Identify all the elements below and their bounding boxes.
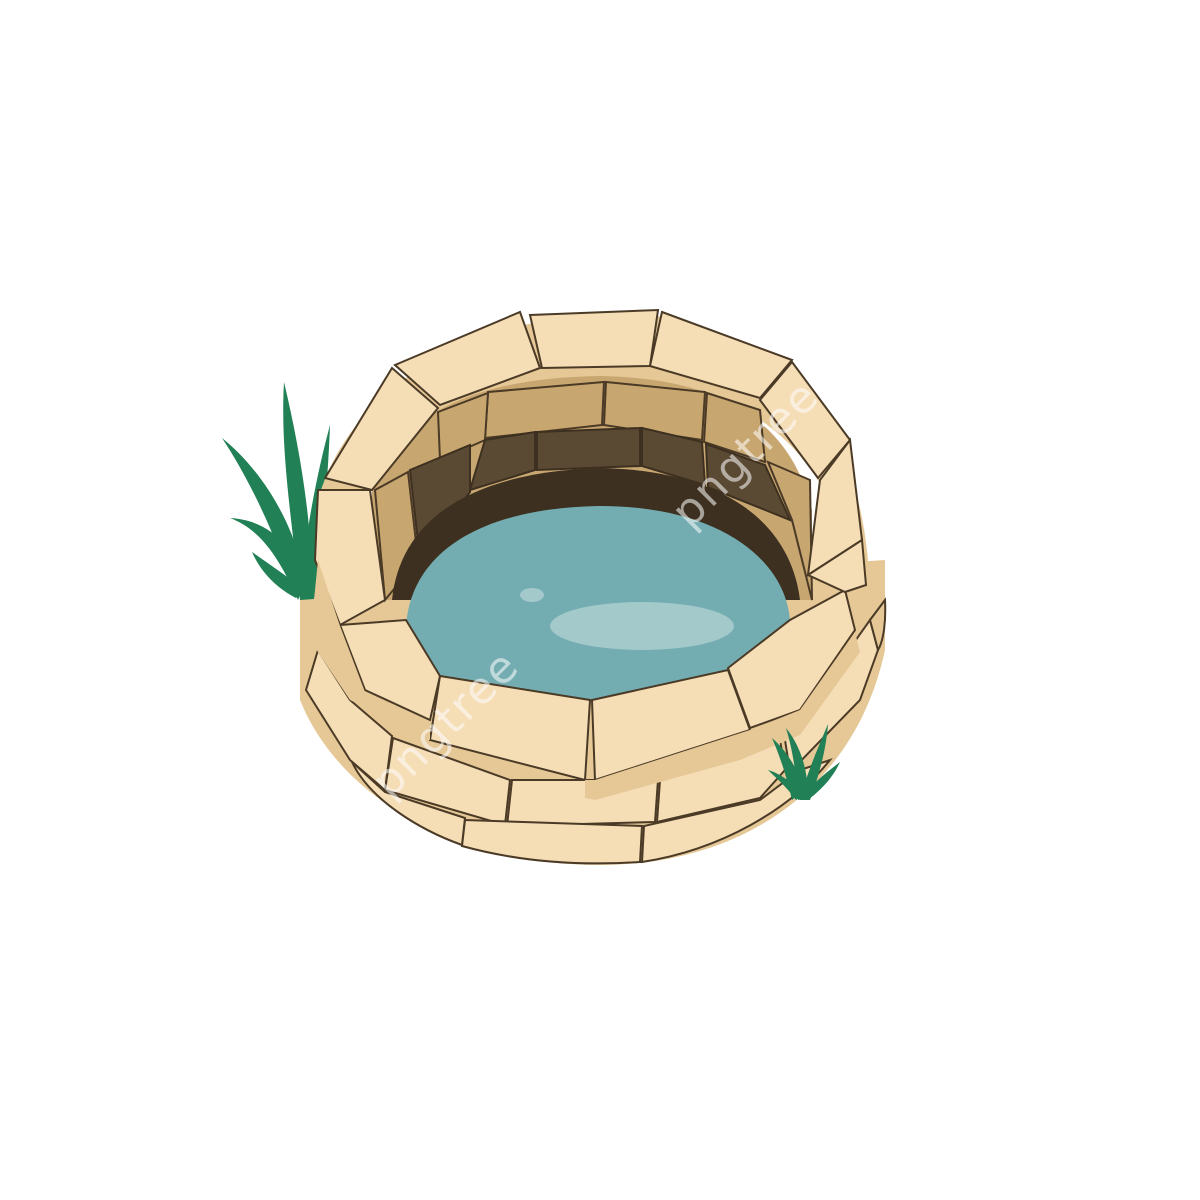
grass-right-icon xyxy=(768,724,840,800)
water-highlight-icon xyxy=(550,602,734,650)
water-surface xyxy=(405,506,790,700)
well-rim-top xyxy=(323,308,864,578)
water-bubble-icon xyxy=(520,588,544,602)
well-rim-front xyxy=(310,489,868,800)
grass-left-icon xyxy=(222,382,330,600)
